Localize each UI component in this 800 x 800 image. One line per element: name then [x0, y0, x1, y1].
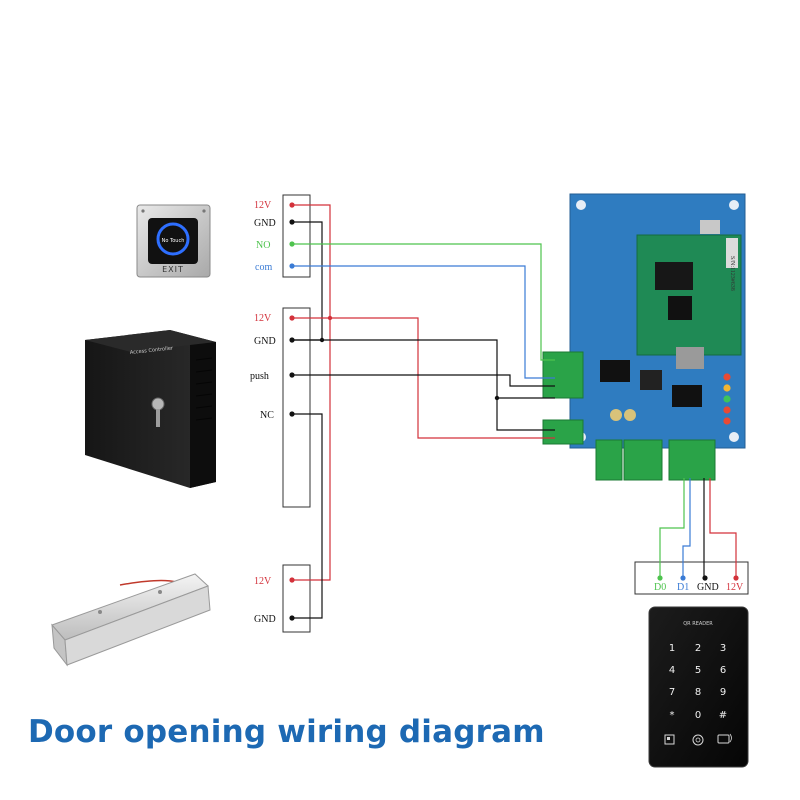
- power-supply-brand: Access Controller: [130, 345, 175, 356]
- key-4: 4: [669, 665, 675, 676]
- controller-board: S/N:1123#638: [542, 193, 746, 481]
- exit-gnd-label: GND: [254, 218, 276, 229]
- key-0: 0: [695, 710, 701, 721]
- key-7: 7: [669, 687, 675, 698]
- power-gnd-label: GND: [254, 336, 276, 347]
- key-1: 1: [669, 643, 675, 654]
- power-push-label: push: [250, 371, 269, 382]
- terminal-labels: 12V GND NO com 12V GND push NC 12V GND D…: [250, 200, 744, 625]
- qr-icon: [664, 734, 675, 745]
- key-3: 3: [720, 643, 726, 654]
- lock-gnd-label: GND: [254, 614, 276, 625]
- exit-touch-text: No Touch: [162, 238, 185, 244]
- keypad-reader-device: QR READER 1 2 3 4 5 6 7 8 9 * 0 #: [648, 606, 749, 768]
- card-icon: [717, 733, 732, 744]
- exit-terminal-block: [282, 194, 311, 278]
- key-6: 6: [720, 665, 726, 676]
- key-star: *: [670, 710, 675, 721]
- terminal-dots: [289, 202, 739, 621]
- exit-label: EXIT: [162, 265, 184, 274]
- reader-d0-label: D0: [654, 582, 666, 593]
- exit-com-label: com: [255, 262, 272, 273]
- fingerprint-icon: [692, 734, 704, 746]
- exit-no-label: NO: [256, 240, 270, 251]
- reader-d1-label: D1: [677, 582, 689, 593]
- serial-number: S/N:1123#638: [729, 256, 735, 291]
- key-9: 9: [720, 687, 726, 698]
- exit-button-device: No Touch EXIT: [136, 204, 211, 278]
- key-5: 5: [695, 665, 701, 676]
- lock-terminal-block: [282, 564, 311, 633]
- reader-gnd-label: GND: [697, 582, 719, 593]
- exit-12v-label: 12V: [254, 200, 272, 211]
- power-supply-device: Access Controller: [85, 330, 216, 488]
- key-8: 8: [695, 687, 701, 698]
- reader-12v-label: 12V: [726, 582, 744, 593]
- key-2: 2: [695, 643, 701, 654]
- reader-terminal-block: [634, 561, 749, 595]
- power-nc-label: NC: [260, 410, 274, 421]
- key-hash: #: [719, 710, 727, 721]
- power-terminal-block: [282, 307, 311, 508]
- diagram-title: Door opening wiring diagram: [28, 714, 545, 750]
- lock-12v-label: 12V: [254, 576, 272, 587]
- power-12v-label: 12V: [254, 313, 272, 324]
- wires: [292, 204, 737, 619]
- magnetic-lock-device: [51, 573, 211, 667]
- reader-header: QR READER: [683, 621, 713, 627]
